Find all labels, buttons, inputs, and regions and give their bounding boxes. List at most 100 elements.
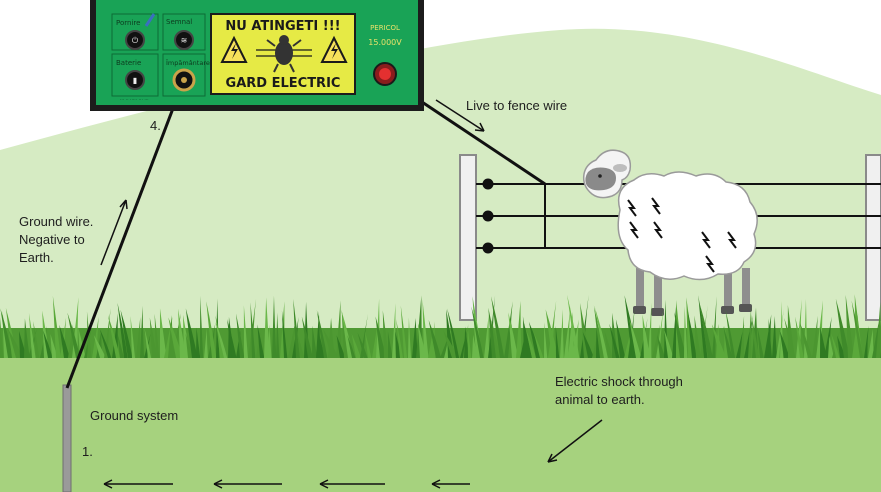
grass-blade bbox=[312, 325, 318, 358]
grass-blade bbox=[375, 316, 387, 358]
battery-label: Baterie bbox=[116, 59, 141, 67]
grass-blade bbox=[471, 306, 484, 358]
grass-blade bbox=[136, 317, 141, 358]
grass-blade bbox=[357, 332, 368, 358]
grass-blade bbox=[440, 335, 449, 358]
grass-blade bbox=[698, 295, 708, 358]
grass-blade bbox=[168, 317, 183, 358]
live-wire-label: Live to fence wire bbox=[466, 98, 567, 113]
grass-blade bbox=[130, 315, 136, 358]
grass-blade bbox=[347, 335, 356, 358]
shock-label-line2: animal to earth. bbox=[555, 392, 645, 407]
insulators bbox=[482, 178, 494, 254]
grass-blade bbox=[595, 307, 608, 358]
power-icon: ⏻ bbox=[132, 36, 139, 45]
grass-blade bbox=[412, 317, 419, 358]
grass-blade bbox=[740, 316, 745, 358]
grass-blade bbox=[185, 308, 198, 358]
shock-bolt bbox=[651, 197, 661, 215]
grass-blade bbox=[149, 317, 158, 358]
device-footer-text: ··· ·· ····· ··· ··· bbox=[120, 98, 149, 103]
grass-blade bbox=[723, 326, 733, 358]
grass-blade bbox=[711, 324, 727, 358]
grass-blade bbox=[593, 305, 604, 358]
grass-blade bbox=[523, 320, 532, 358]
insulator bbox=[482, 210, 494, 222]
grass-blade bbox=[526, 329, 537, 358]
grass-blade bbox=[712, 296, 717, 358]
grass-blade bbox=[568, 311, 575, 358]
shock-bolt bbox=[629, 221, 639, 239]
sheep-ear bbox=[613, 164, 627, 172]
grass-blade bbox=[548, 300, 557, 358]
grass-blade bbox=[768, 318, 772, 358]
grass-blade bbox=[484, 314, 490, 358]
grass-blade bbox=[820, 326, 827, 358]
grass-blade bbox=[467, 325, 472, 358]
arrows bbox=[100, 99, 603, 489]
ground-terminal-pin bbox=[181, 77, 187, 83]
grass-blade bbox=[443, 330, 458, 358]
insulator bbox=[482, 242, 494, 254]
grass-blade bbox=[364, 331, 372, 358]
grass-blade bbox=[336, 335, 346, 358]
spec-label: PERICOL bbox=[370, 24, 400, 32]
grass-blade bbox=[772, 315, 778, 358]
grass-blade bbox=[268, 324, 272, 358]
grass-blade bbox=[293, 298, 300, 358]
grass-blade bbox=[392, 303, 396, 358]
grass-blade bbox=[751, 314, 760, 358]
grass-blade bbox=[491, 296, 505, 358]
grass-blade bbox=[642, 314, 651, 358]
grass-blade bbox=[460, 323, 469, 358]
grass-blade bbox=[281, 310, 288, 358]
grass-blade bbox=[59, 324, 70, 358]
signal-button[interactable] bbox=[174, 30, 194, 50]
ground-wire-label-line1: Ground wire. bbox=[19, 214, 93, 229]
power-button[interactable] bbox=[125, 30, 145, 50]
shock-label-line1: Electric shock through bbox=[555, 374, 683, 389]
signal-icon: ≋ bbox=[181, 36, 188, 45]
grass-blade bbox=[408, 317, 412, 358]
grass-blade bbox=[544, 322, 548, 358]
sheep-face bbox=[585, 167, 616, 191]
grass-blade bbox=[422, 299, 429, 358]
arrow-shock-down bbox=[547, 419, 603, 463]
grass-blade bbox=[168, 315, 175, 358]
grass-blade bbox=[699, 302, 713, 358]
shock-bolt bbox=[627, 199, 637, 217]
grass-blade bbox=[28, 313, 36, 358]
grass-blade bbox=[779, 330, 790, 358]
grass-blade bbox=[508, 312, 519, 358]
grass-blade bbox=[387, 331, 393, 358]
shock-bolt bbox=[653, 221, 663, 239]
grass-blade bbox=[159, 308, 167, 358]
fence-post-left bbox=[459, 154, 477, 321]
insulator bbox=[482, 178, 494, 190]
voltage-label: 15.000V bbox=[368, 38, 402, 47]
grass-blade bbox=[736, 324, 745, 358]
grass-blade bbox=[854, 294, 863, 358]
grass-blade bbox=[154, 313, 160, 358]
grass-blade bbox=[784, 317, 796, 358]
sheep-leg bbox=[654, 268, 662, 312]
grass-blade bbox=[215, 322, 228, 358]
ground-wire-label-line2: Negative to bbox=[19, 232, 85, 247]
grass-blade bbox=[725, 309, 736, 358]
sheep-leg bbox=[742, 268, 750, 308]
power-label: Pornire bbox=[116, 19, 140, 27]
grass-blade bbox=[845, 294, 854, 358]
grass-blade bbox=[629, 318, 642, 358]
grass-blade bbox=[250, 302, 256, 358]
arrow-ground-up bbox=[100, 199, 128, 266]
grass-blade bbox=[227, 318, 237, 358]
grass-blade bbox=[533, 333, 544, 358]
arrow-live-direction bbox=[435, 99, 485, 132]
grass-blade bbox=[868, 328, 875, 358]
battery-button[interactable] bbox=[125, 70, 145, 90]
grass-blade bbox=[67, 312, 81, 358]
grass-blade bbox=[272, 295, 277, 358]
grass-blade bbox=[828, 335, 835, 358]
grass-blade bbox=[297, 333, 305, 358]
grass-blade bbox=[351, 333, 361, 358]
